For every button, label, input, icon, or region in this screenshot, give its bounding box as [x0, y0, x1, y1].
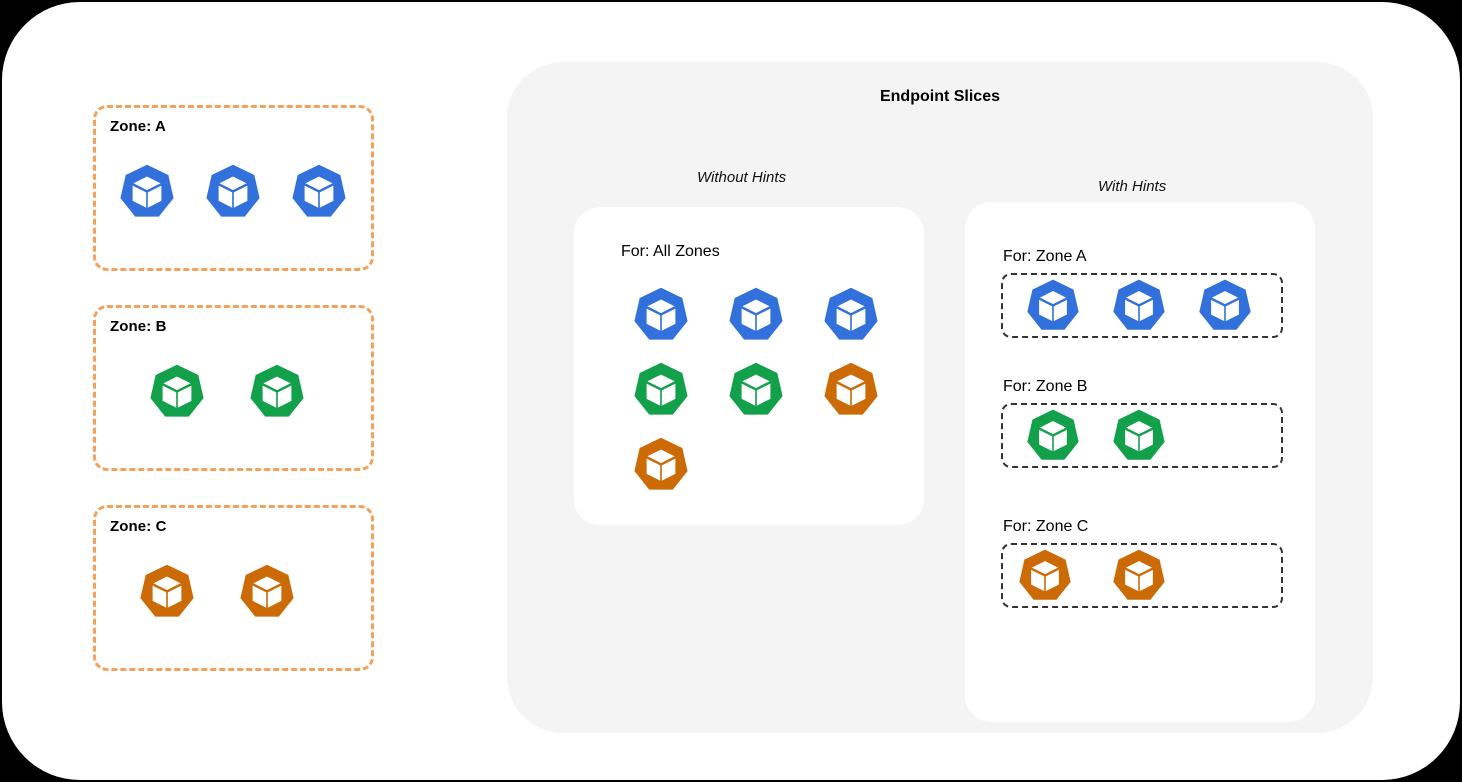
slice-card-all-zones[interactable]: For: All Zones [574, 207, 924, 525]
endpoint-slices-panel: Endpoint Slices Without Hints With Hints… [507, 62, 1373, 733]
pod-icon-wrapper[interactable] [1197, 278, 1253, 334]
kubernetes-pod-icon [1027, 409, 1079, 460]
pod-icon-wrapper[interactable] [138, 563, 196, 621]
hint-pod-box[interactable] [1001, 273, 1283, 338]
kubernetes-pod-icon [1027, 279, 1079, 330]
pod-icon-wrapper[interactable] [1111, 278, 1167, 334]
pod-icon-wrapper[interactable] [1025, 408, 1081, 464]
pod-icon-wrapper[interactable] [148, 363, 206, 421]
zone-pod-row [96, 363, 371, 421]
zone-label: Zone: A [110, 118, 166, 135]
kubernetes-pod-icon [240, 564, 294, 617]
pod-icon-wrapper[interactable] [118, 163, 176, 221]
all-zones-pod-grid [613, 277, 898, 502]
pod-icon-wrapper[interactable] [290, 163, 348, 221]
pod-icon-wrapper[interactable] [204, 163, 262, 221]
zone-box-zonec[interactable]: Zone: C [93, 505, 374, 671]
kubernetes-pod-icon [250, 364, 304, 417]
zone-box-zonea[interactable]: Zone: A [93, 105, 374, 271]
pod-icon-wrapper[interactable] [632, 286, 690, 344]
hint-group-label: For: Zone A [1003, 248, 1087, 265]
slice-card-with-hints[interactable]: For: Zone A For: Zone B For: Zone C [965, 202, 1315, 722]
kubernetes-pod-icon [823, 287, 878, 340]
kubernetes-pod-icon [1199, 279, 1251, 330]
endpoint-slices-title: Endpoint Slices [879, 88, 1000, 105]
kubernetes-pod-icon [1113, 549, 1165, 600]
kubernetes-pod-icon [728, 362, 783, 415]
kubernetes-pod-icon [823, 362, 878, 415]
pod-icon-wrapper[interactable] [1025, 278, 1081, 334]
pod-icon-wrapper[interactable] [1111, 548, 1167, 604]
kubernetes-pod-icon [1019, 549, 1071, 600]
zone-pod-row [96, 563, 371, 621]
pod-icon-wrapper[interactable] [632, 436, 690, 494]
kubernetes-pod-icon [633, 362, 688, 415]
pod-icon-wrapper[interactable] [632, 361, 690, 419]
pod-icon-wrapper[interactable] [727, 286, 785, 344]
hint-group-label: For: Zone B [1003, 378, 1088, 395]
kubernetes-pod-icon [120, 164, 174, 217]
slice-card-all-zones-title: For: All Zones [621, 243, 720, 260]
kubernetes-pod-icon [1113, 279, 1165, 330]
kubernetes-pod-icon [633, 437, 688, 490]
hint-pod-box[interactable] [1001, 403, 1283, 468]
pod-icon-wrapper[interactable] [238, 563, 296, 621]
kubernetes-pod-icon [206, 164, 260, 217]
pod-icon-wrapper[interactable] [727, 361, 785, 419]
hint-pod-box[interactable] [1001, 543, 1283, 608]
zone-label: Zone: B [110, 318, 167, 335]
kubernetes-pod-icon [728, 287, 783, 340]
pod-icon-wrapper[interactable] [822, 286, 880, 344]
pod-icon-wrapper[interactable] [248, 363, 306, 421]
zone-pod-row [96, 163, 371, 221]
pod-icon-wrapper[interactable] [1111, 408, 1167, 464]
kubernetes-pod-icon [1113, 409, 1165, 460]
pod-icon-wrapper[interactable] [822, 361, 880, 419]
without-hints-caption: Without Hints [697, 169, 787, 186]
kubernetes-pod-icon [633, 287, 688, 340]
with-hints-caption: With Hints [1098, 178, 1167, 195]
zone-box-zoneb[interactable]: Zone: B [93, 305, 374, 471]
kubernetes-pod-icon [292, 164, 346, 217]
kubernetes-pod-icon [140, 564, 194, 617]
kubernetes-pod-icon [150, 364, 204, 417]
zone-label: Zone: C [110, 518, 167, 535]
hint-group-label: For: Zone C [1003, 518, 1089, 535]
pod-icon-wrapper[interactable] [1017, 548, 1073, 604]
